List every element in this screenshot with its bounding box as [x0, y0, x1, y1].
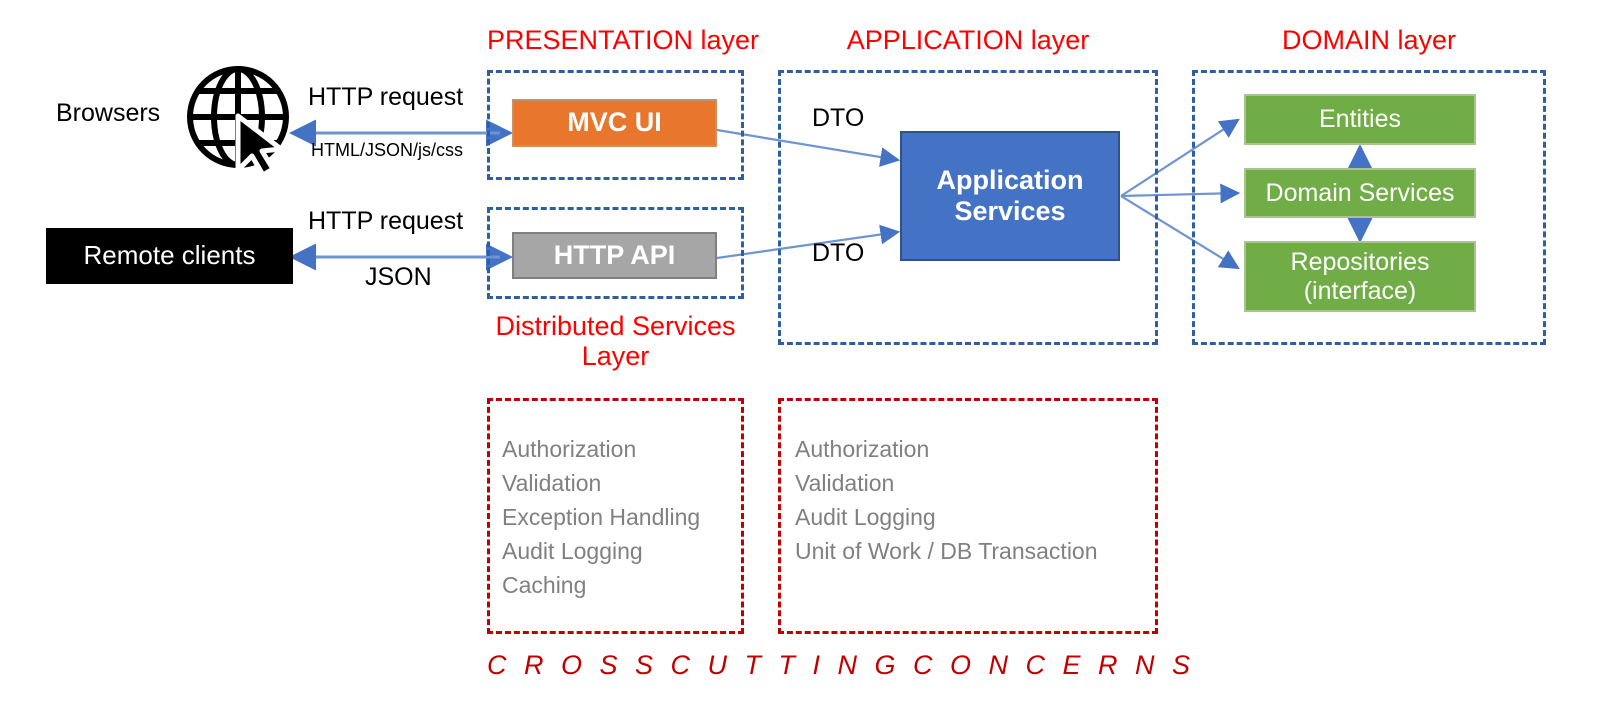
remote-clients-box: Remote clients [46, 228, 293, 284]
list-item: Validation [795, 470, 895, 497]
list-item: Validation [502, 470, 602, 497]
domain-layer-caption: DOMAIN layer [1281, 25, 1457, 55]
globe-with-cursor-icon [186, 62, 291, 172]
domain-services-label: Domain Services [1265, 178, 1455, 207]
dto-bottom-label: DTO [812, 239, 865, 267]
application-layer-caption: APPLICATION layer [846, 25, 1090, 55]
api-response-label: JSON [365, 263, 432, 291]
application-cross-cutting-list: Authorization Validation Audit Logging U… [795, 432, 1155, 568]
http-api-box[interactable]: HTTP API [512, 232, 717, 279]
list-item: Audit Logging [795, 504, 936, 531]
application-cross-cutting-container [778, 398, 1158, 634]
http-api-label: HTTP API [553, 239, 676, 270]
browsers-label: Browsers [56, 99, 161, 127]
list-item: Authorization [502, 436, 637, 462]
list-item: Exception Handling [502, 504, 701, 531]
mvc-ui-box[interactable]: MVC UI [512, 99, 717, 147]
presentation-cross-cutting-list: Authorization Validation Exception Handl… [502, 432, 742, 602]
mvc-ui-label: MVC UI [567, 107, 662, 138]
application-layer-container [778, 70, 1158, 345]
dto-top-label: DTO [812, 104, 865, 132]
presentation-cross-cutting-container [487, 398, 744, 634]
list-item: Audit Logging [502, 538, 643, 565]
browser-response-label: HTML/JSON/js/css [311, 140, 464, 160]
browser-http-request-label: HTTP request [308, 83, 464, 111]
entities-label: Entities [1319, 105, 1401, 134]
repositories-line2: (interface) [1303, 276, 1417, 305]
list-item: Unit of Work / DB Transaction [795, 538, 1098, 565]
distributed-services-line2: Layer [581, 340, 650, 371]
remote-clients-label: Remote clients [83, 240, 256, 271]
cross-cutting-concerns-footer: C R O S S C U T T I N G C O N C E R N S [487, 650, 1196, 680]
presentation-layer-container-api [487, 207, 744, 299]
presentation-layer-container-mvc [487, 70, 744, 180]
application-services-box[interactable]: Application Services [900, 131, 1120, 261]
repositories-box[interactable]: Repositories (interface) [1244, 241, 1476, 312]
repositories-line1: Repositories [1290, 247, 1430, 276]
presentation-layer-caption: PRESENTATION layer [487, 25, 760, 55]
application-services-line2: Services [954, 196, 1066, 226]
domain-services-box[interactable]: Domain Services [1244, 168, 1476, 218]
entities-box[interactable]: Entities [1244, 94, 1476, 145]
application-services-line1: Application [936, 164, 1084, 195]
domain-layer-container [1192, 70, 1546, 345]
api-http-request-label: HTTP request [308, 207, 464, 235]
list-item: Authorization [795, 436, 930, 462]
distributed-services-layer-caption: Distributed Services Layer [487, 311, 744, 371]
list-item: Caching [502, 572, 587, 599]
distributed-services-line1: Distributed Services [495, 311, 736, 341]
